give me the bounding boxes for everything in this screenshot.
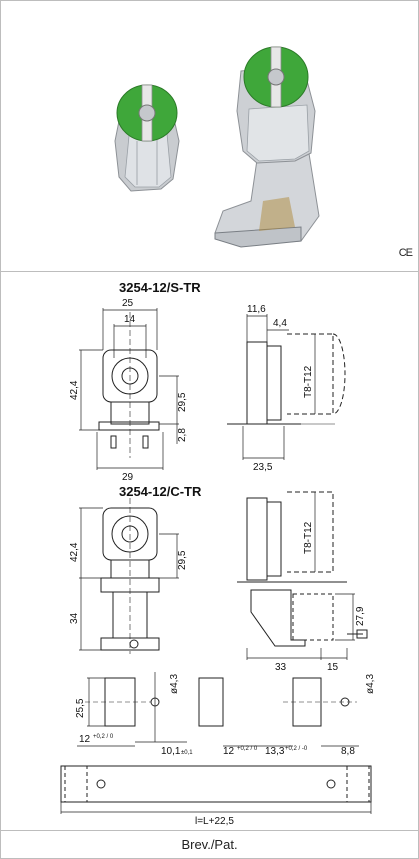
dim-12-a-tol: +0,2 / 0 <box>93 734 114 740</box>
mounting-cutouts <box>85 677 357 727</box>
dim-10-1-tol: ±0,1 <box>181 750 193 756</box>
dim-c-42-4: 42,4 <box>69 542 80 562</box>
dim-dia-4-3-b: ø4,3 <box>365 674 376 694</box>
dim-12-b: 12 <box>223 746 235 757</box>
dim-14: 14 <box>124 314 136 325</box>
dim-2-8: 2,8 <box>177 428 188 442</box>
dim-23-5: 23,5 <box>253 462 273 473</box>
dim-10-1: 10,1 <box>161 746 181 757</box>
front-view-c-tr <box>100 498 160 654</box>
dim-12-b-tol: +0,2 / 0 <box>237 746 258 752</box>
dim-length: l=L+22,5 <box>195 816 234 827</box>
dims-side-s-tr <box>242 314 316 460</box>
dim-42-4: 42,4 <box>69 380 80 400</box>
ce-mark: CE <box>398 247 413 259</box>
technical-drawing-section: 3254-12/S-TR <box>1 272 418 830</box>
dims-front-s-tr <box>79 308 179 470</box>
tube-label-s-tr: T8-T12 <box>303 365 314 398</box>
dim-12-a: 12 <box>79 734 91 745</box>
lampholder-mounted-image <box>214 46 320 248</box>
dim-25: 25 <box>122 298 134 309</box>
dim-13-3: 13,3 <box>265 746 285 757</box>
mounting-rail <box>60 765 372 803</box>
dim-27-9: 27,9 <box>355 606 366 626</box>
technical-drawing: 3254-12/S-TR <box>60 280 376 827</box>
tube-label-c-tr: T8-T12 <box>303 521 314 554</box>
lampholder-small-image <box>114 84 180 192</box>
drawing-title-s-tr: 3254-12/S-TR <box>119 280 201 295</box>
front-view-s-tr <box>98 312 160 458</box>
dim-c-34: 34 <box>69 612 80 624</box>
dim-11-6: 11,6 <box>247 304 266 315</box>
product-photo-section: CE <box>1 1 418 272</box>
dims-front-c-tr <box>79 507 179 651</box>
dim-29: 29 <box>122 472 134 483</box>
dims-side-c-tr <box>246 492 355 660</box>
dim-33: 33 <box>275 662 287 673</box>
dim-25-5: 25,5 <box>75 698 86 718</box>
dim-dia-4-3-a: ø4,3 <box>169 674 180 694</box>
dim-29-5: 29,5 <box>177 392 188 412</box>
patent-footer: Brev./Pat. <box>1 830 418 859</box>
dim-13-3-tol: +0,2 / -0 <box>285 746 308 752</box>
product-photo <box>114 46 320 248</box>
side-view-c-tr <box>237 491 368 647</box>
dim-15: 15 <box>327 662 339 673</box>
drawing-title-c-tr: 3254-12/C-TR <box>119 484 202 499</box>
dim-8-8: 8,8 <box>341 746 355 757</box>
dim-4-4: 4,4 <box>273 318 287 329</box>
dims-mounting <box>60 672 372 814</box>
side-view-s-tr <box>227 333 346 425</box>
dim-c-29-5: 29,5 <box>177 550 188 570</box>
